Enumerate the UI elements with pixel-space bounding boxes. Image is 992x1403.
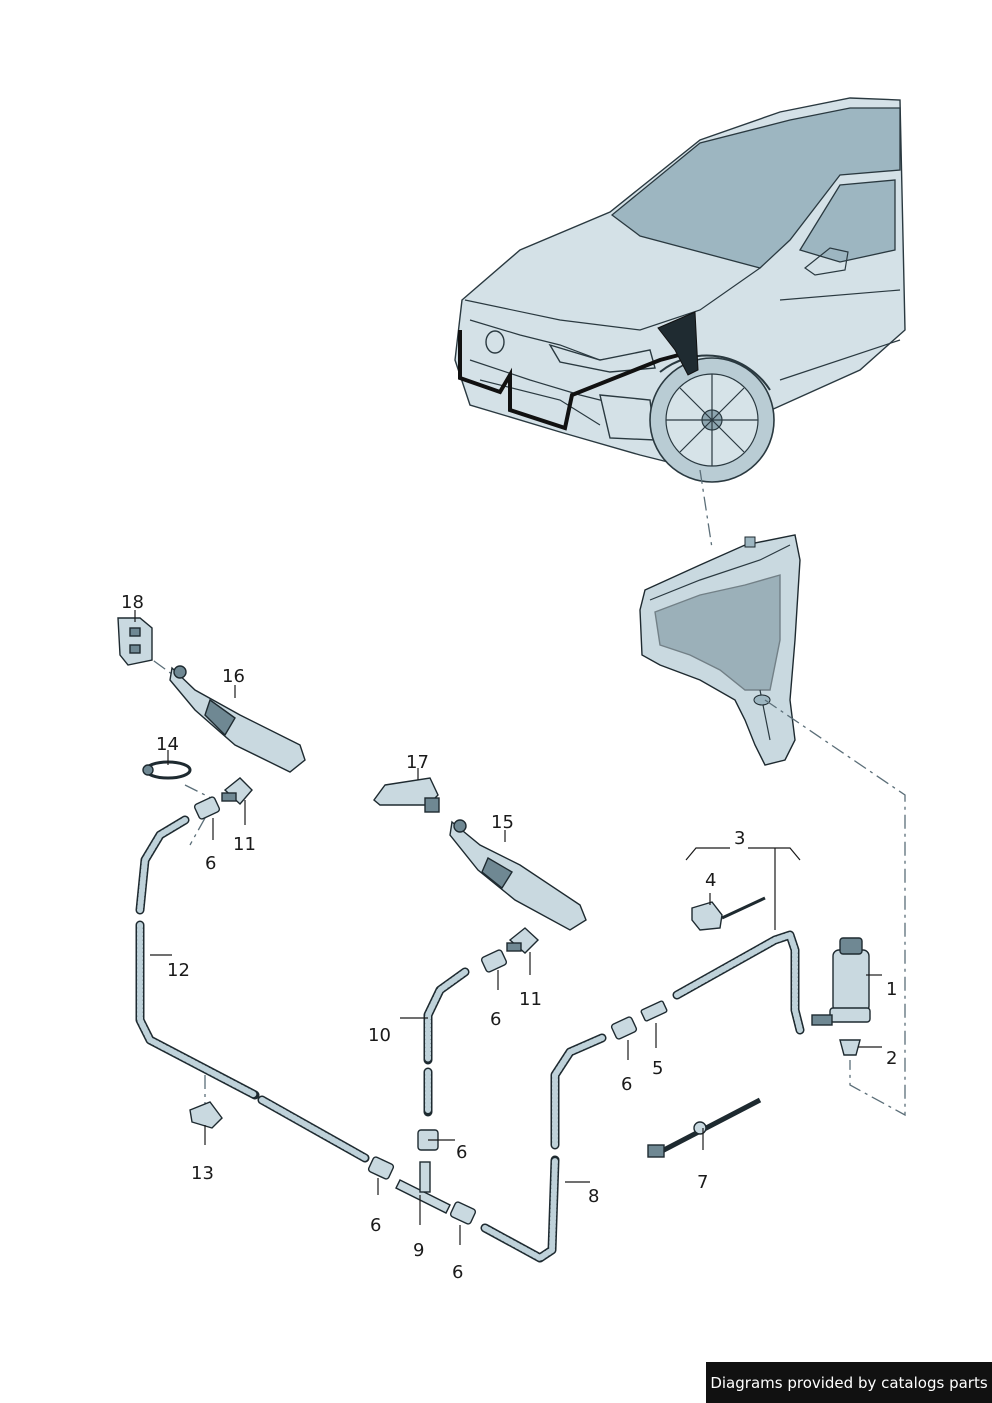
callout-8: 8 [588, 1186, 599, 1207]
part-6-coupling [193, 796, 638, 1225]
part-11-connector [221, 777, 253, 806]
callout-18: 18 [121, 592, 144, 613]
callout-3: 3 [734, 828, 745, 849]
callout-2: 2 [886, 1048, 897, 1069]
part-5-connector [640, 1000, 668, 1022]
callout-7: 7 [697, 1172, 708, 1193]
vehicle-illustration [454, 97, 906, 483]
callout-14: 14 [156, 734, 179, 755]
credit-banner: Diagrams provided by catalogs parts [706, 1362, 992, 1403]
part-14-strap [142, 760, 192, 780]
assembly-line [764, 699, 906, 1117]
part-4-sensor [691, 896, 766, 931]
leader-lines [134, 610, 882, 1245]
part-18-bracket [117, 617, 153, 666]
callout-9: 9 [413, 1240, 424, 1261]
part-2-grommet [839, 1039, 861, 1056]
part-11-connector [506, 927, 540, 954]
part-17-cap [373, 777, 440, 813]
callout-4: 4 [705, 870, 716, 891]
callout-labels: 1 2 3 4 5 6 6 6 6 6 6 7 8 9 10 11 11 12 … [121, 592, 897, 1283]
assembly-line [699, 469, 713, 549]
callout-6: 6 [621, 1074, 632, 1095]
callout-11: 11 [519, 989, 542, 1010]
callout-6: 6 [452, 1262, 463, 1283]
callout-17: 17 [406, 752, 429, 773]
part-15-nozzle [449, 819, 587, 931]
callout-6: 6 [205, 853, 216, 874]
hose-lines [135, 815, 805, 1263]
washer-reservoir [639, 534, 801, 766]
part-7-cable-tie [647, 1097, 762, 1158]
callout-6: 6 [490, 1009, 501, 1030]
callout-15: 15 [491, 812, 514, 833]
callout-10: 10 [368, 1025, 391, 1046]
part-13-clip [189, 1101, 223, 1129]
callout-16: 16 [222, 666, 245, 687]
callout-12: 12 [167, 960, 190, 981]
callout-13: 13 [191, 1163, 214, 1184]
part-9-t-connector [395, 1161, 451, 1214]
part-16-nozzle [169, 665, 306, 773]
callout-5: 5 [652, 1058, 663, 1079]
callout-1: 1 [886, 979, 897, 1000]
callout-11: 11 [233, 834, 256, 855]
callout-6: 6 [456, 1142, 467, 1163]
part-1-washer-pump [811, 937, 871, 1026]
callout-6: 6 [370, 1215, 381, 1236]
